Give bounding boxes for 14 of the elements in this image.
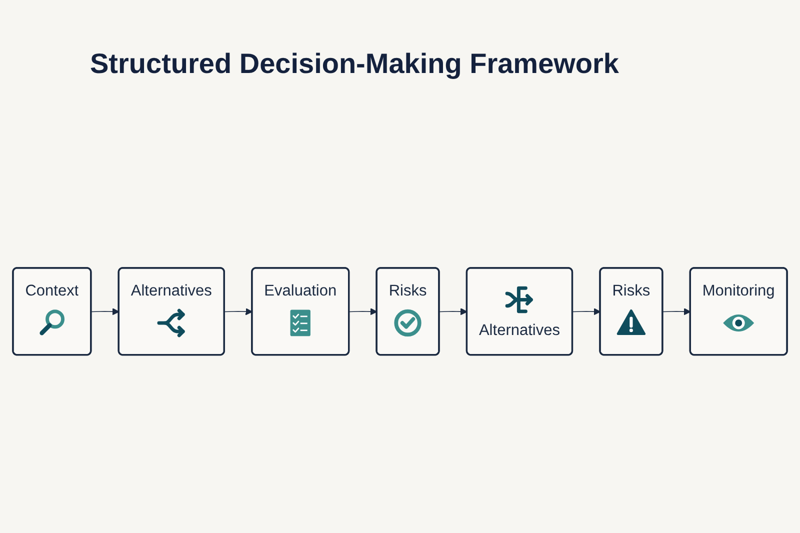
step-label: Context <box>25 282 79 302</box>
arrow <box>662 308 691 316</box>
arrow <box>224 308 253 316</box>
arrow <box>90 308 120 316</box>
diagram-title: Structured Decision-Making Framework <box>90 48 620 80</box>
arrow <box>572 308 601 316</box>
step-label: Risks <box>388 282 427 302</box>
arrow <box>348 308 378 316</box>
step-label: Alternatives <box>130 282 212 302</box>
step-label: Evaluation <box>264 282 337 302</box>
step-label: Risks <box>612 282 650 302</box>
step-label: Alternatives <box>478 320 560 342</box>
step-label: Monitoring <box>702 282 775 302</box>
arrow <box>438 308 468 316</box>
